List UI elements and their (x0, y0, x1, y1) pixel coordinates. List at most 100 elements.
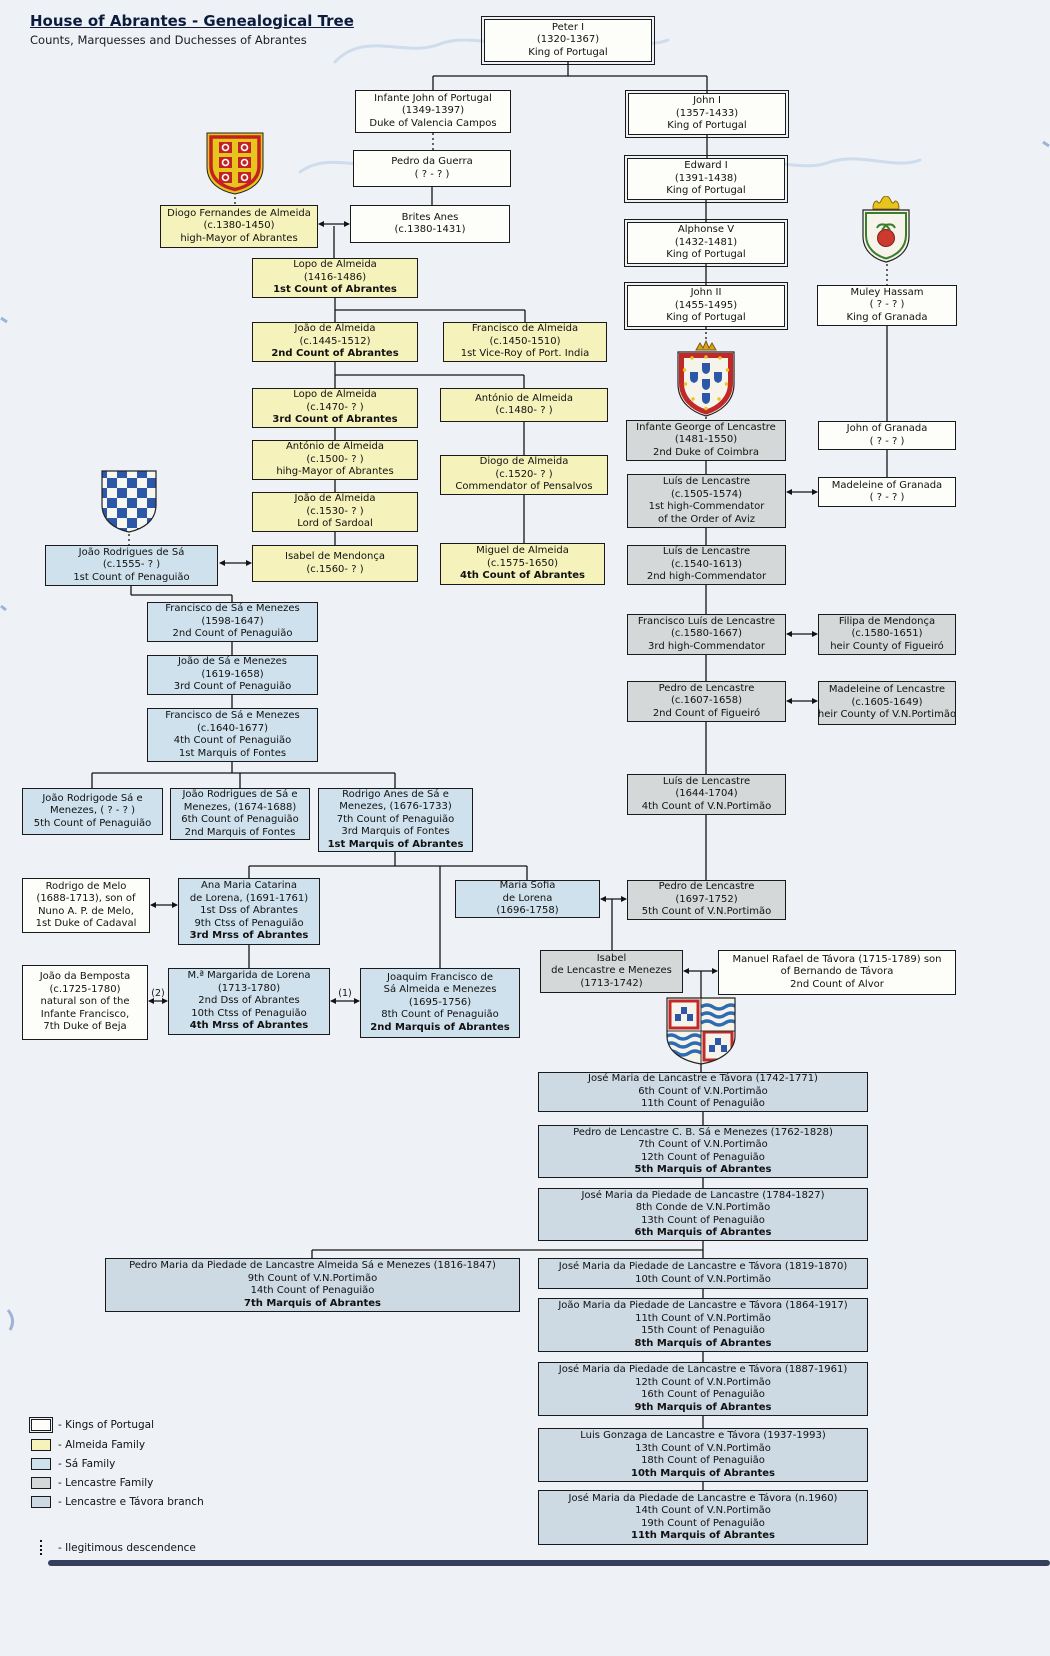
person-text-line: 1st Duke of Cadaval (35, 918, 137, 929)
person-text-line: Menezes, ( ? - ? ) (50, 805, 135, 817)
person-text-line: 6th Count of V.N.Portimão (638, 1085, 768, 1097)
person-text-line: King of Granada (846, 311, 928, 323)
person-text-line: John II (690, 287, 722, 299)
person-text-line: Isabel de Mendonça (285, 551, 385, 562)
person-text-line: Infante John of Portugal (374, 92, 492, 104)
person-text-line: 2nd Dss of Abrantes (198, 995, 300, 1007)
marriage-order-label-2: (2) (151, 988, 165, 999)
person-text-line: Luís de Lencastre (662, 546, 751, 558)
person-lopo3: Lopo de Almeida(c.1470- ? )3rd Count of … (252, 388, 418, 428)
person-text-line: 13th Count of Penaguião (641, 1214, 765, 1226)
person-text-line: (1695-1756) (408, 996, 472, 1008)
person-text-line: Francisco Luís de Lencastre (637, 615, 776, 627)
sa-coat-of-arms (101, 470, 157, 533)
person-text-line: 1st Dss of Abrantes (200, 905, 298, 917)
person-text-line: ( ? - ? ) (869, 492, 905, 503)
person-text-line: (c.1500- ? ) (306, 453, 364, 465)
person-text-line: (c.1450-1510) (489, 335, 561, 347)
person-text-line: João de Almeida (294, 493, 376, 505)
person-pedro5: Pedro de Lencastre(1697-1752)5th Count o… (627, 880, 786, 920)
person-text-line: João Rodrigues de Sá e (182, 789, 298, 800)
person-text-line: 8th Marquis of Abrantes (634, 1337, 772, 1349)
person-text-line: Luís de Lencastre (662, 775, 751, 787)
person-text-line: António de Almeida (285, 441, 385, 453)
person-text-line: Ana Maria Catarina (201, 880, 297, 892)
person-text-line: (1644-1704) (675, 788, 738, 800)
person-text-line: Filipa de Mendonça (838, 615, 936, 627)
person-text-line: (c.1575-1650) (487, 557, 558, 569)
person-text-line: (1432-1481) (674, 236, 738, 248)
person-text-line: Infante Francisco, (40, 1008, 130, 1020)
person-text-line: de Lorena, (1691-1761) (189, 892, 309, 904)
person-text-line: 6th Count of Penaguião (181, 814, 299, 825)
person-antonio1500: António de Almeida(c.1500- ? )hihg-Mayor… (252, 440, 418, 480)
person-text-line: Pedro de Lencastre (658, 881, 755, 893)
person-text-line: Madeleine of Granada (831, 479, 943, 491)
person-text-line: Francisco de Almeida (471, 323, 579, 335)
person-t4: Pedro Maria da Piedade de Lancastre Alme… (105, 1258, 520, 1312)
person-text-line: Maria Sofia (499, 880, 556, 892)
person-text-line: Commendator of Pensalvos (455, 481, 593, 493)
person-text-line: 10th Marquis of Abrantes (631, 1467, 775, 1479)
person-text-line: (c.1530- ? ) (306, 505, 364, 517)
person-text-line: King of Portugal (528, 46, 608, 58)
person-text-line: (c.1380-1450) (203, 220, 275, 232)
person-text-line: 2nd Marquis of Fontes (184, 826, 296, 838)
person-antonio1480: António de Almeida(c.1480- ? ) (440, 388, 608, 422)
person-text-line: José Maria da Piedade de Lancastre e Táv… (568, 1492, 838, 1504)
person-madeleine_lencastre: Madeleine of Lencastre(c.1605-1649)heir … (818, 681, 956, 725)
person-text-line: (c.1520- ? ) (495, 468, 553, 480)
person-diogo1520: Diogo de Almeida(c.1520- ? )Commendator … (440, 455, 608, 495)
person-text-line: (1481-1550) (674, 434, 738, 446)
person-miguel: Miguel de Almeida(c.1575-1650)4th Count … (440, 543, 605, 585)
person-text-line: (1455-1495) (674, 299, 738, 311)
person-isabel_mendonca: Isabel de Mendonça(c.1560- ? ) (252, 545, 418, 582)
person-text-line: 11th Count of Penaguião (641, 1098, 765, 1110)
person-text-line: King of Portugal (666, 185, 746, 197)
person-text-line: 14th Count of V.N.Portimão (635, 1505, 771, 1516)
person-text-line: 6th Marquis of Abrantes (634, 1227, 772, 1238)
person-text-line: 15th Count of Penaguião (641, 1325, 765, 1336)
person-text-line: Luis Gonzaga de Lancastre e Távora (1937… (580, 1430, 826, 1441)
person-text-line: 7th Duke of Beja (43, 1021, 127, 1033)
person-t6: João Maria da Piedade de Lancastre e Táv… (538, 1298, 868, 1352)
person-text-line: de Lorena (502, 892, 553, 904)
person-alphonse5: Alphonse V(1432-1481)King of Portugal (624, 219, 788, 267)
page-header: House of Abrantes - Genealogical Tree Co… (30, 12, 354, 47)
person-text-line: of the Order of Aviz (657, 513, 756, 525)
person-text-line: John of Granada (846, 423, 928, 434)
person-brites: Brites Anes(c.1380-1431) (350, 205, 510, 243)
person-text-line: 3rd Count of Abrantes (272, 414, 398, 426)
person-text-line: João de Almeida (294, 323, 376, 335)
person-diogo_fernandes: Diogo Fernandes de Almeida(c.1380-1450)h… (160, 205, 318, 248)
person-text-line: Lopo de Almeida (293, 389, 377, 401)
person-text-line: high-Mayor of Abrantes (180, 232, 298, 244)
person-text-line: Muley Hassam (850, 286, 924, 298)
person-text-line: 2nd high-Commendator (646, 571, 767, 583)
page-title: House of Abrantes - Genealogical Tree (30, 12, 354, 30)
granada-coat-of-arms (862, 196, 910, 263)
person-text-line: José Maria da Piedade de Lancastre e Táv… (558, 1364, 848, 1375)
person-text-line: 4th Mrss of Abrantes (189, 1020, 309, 1032)
person-text-line: (c.1640-1677) (197, 722, 268, 734)
person-text-line: Menezes, (1676-1733) (339, 801, 452, 813)
person-text-line: (1357-1433) (675, 107, 739, 119)
person-francisco4: Francisco de Sá e Menezes(c.1640-1677)4t… (147, 708, 318, 762)
person-text-line: Nuno A. P. de Melo, (38, 905, 134, 917)
person-francisco_vice: Francisco de Almeida(c.1450-1510)1st Vic… (443, 322, 607, 362)
person-text-line: heir County of V.N.Portimão (817, 709, 957, 721)
person-text-line: 2nd Count of Abrantes (271, 348, 399, 360)
person-text-line: 8th Count of Penaguião (381, 1009, 499, 1021)
person-text-line: José Maria de Lancastre e Távora (1742-1… (588, 1073, 818, 1085)
person-text-line: Joaquim Francisco de (387, 971, 493, 983)
person-text-line: (1320-1367) (536, 34, 600, 46)
person-text-line: Pedro da Guerra (391, 156, 473, 167)
person-text-line: João da Bemposta (39, 971, 131, 983)
person-text-line: 3rd Marquis of Fontes (341, 826, 450, 838)
person-text-line: Sá Almeida e Menezes (383, 984, 497, 996)
